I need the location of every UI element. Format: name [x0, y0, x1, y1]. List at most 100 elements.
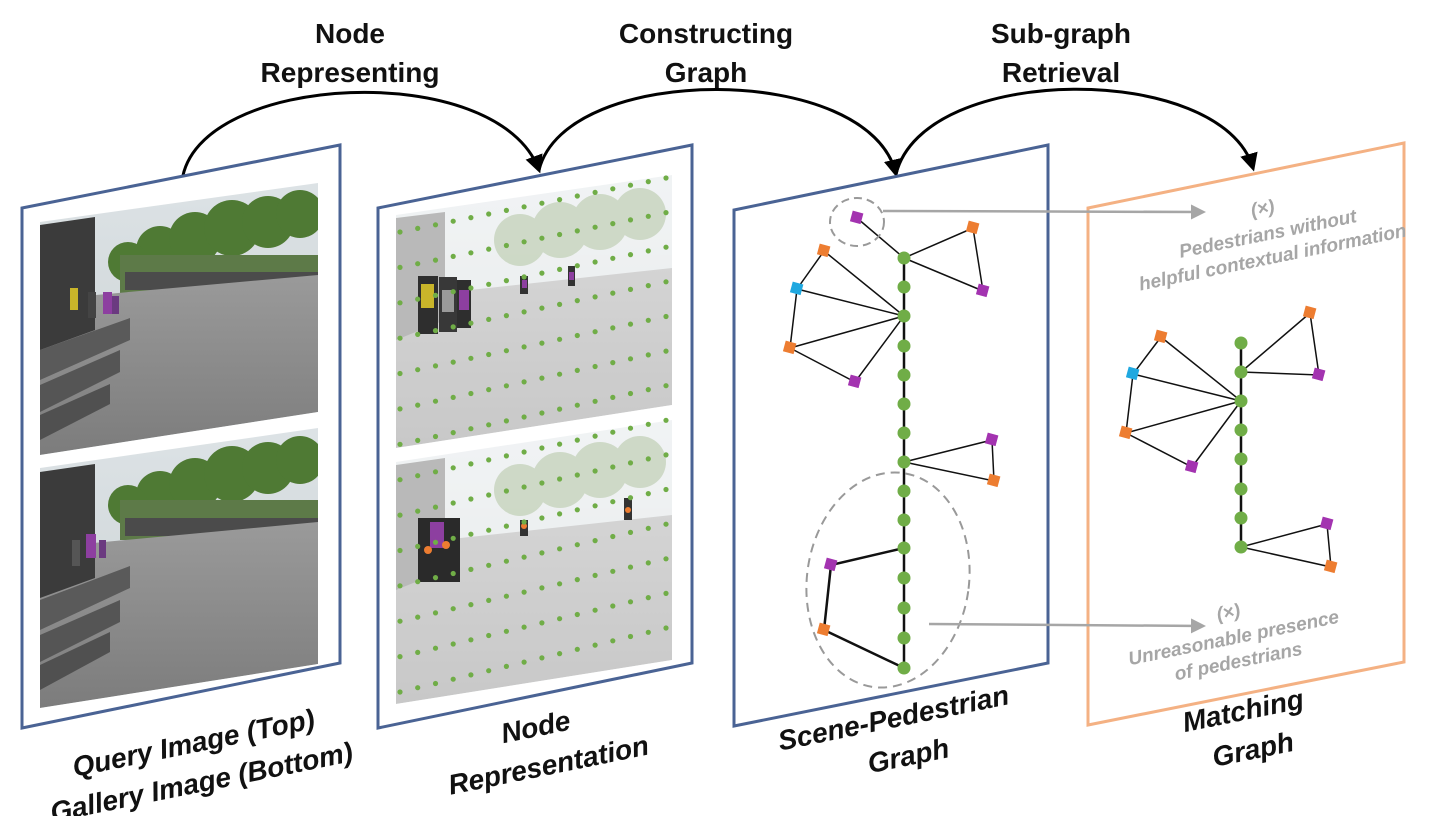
- scene-node-dot: [415, 508, 421, 514]
- scene-node-dot: [397, 547, 403, 554]
- scene-node-dot: [539, 410, 545, 416]
- scene-node-dot: [450, 359, 456, 365]
- scene-node-dot: [627, 529, 634, 536]
- query-image: [40, 183, 318, 455]
- scene-node-dot: [592, 363, 598, 370]
- scene-node-dot: [539, 235, 545, 241]
- scene-node-dot: [450, 253, 456, 259]
- scene-node-dot: [432, 222, 439, 228]
- scene-node-dot: [432, 680, 439, 687]
- scene-node-dot: [574, 507, 580, 513]
- scene-node-dot: [450, 500, 456, 506]
- scene-node-dot: [521, 554, 527, 560]
- scene-node-dot: [486, 316, 492, 322]
- scene-node-dot: [450, 394, 456, 400]
- scene-node-dot: [610, 499, 616, 505]
- scene-node-dot: [539, 585, 545, 591]
- scene-node-dot: [432, 469, 439, 475]
- scene-node-dot: [397, 689, 403, 695]
- scene-node-dot: [415, 331, 421, 337]
- note-mark: (×): [1249, 196, 1276, 221]
- scene-node-dot: [645, 179, 651, 185]
- scene-node-dot: [486, 246, 492, 252]
- scene-node-dot: [521, 449, 527, 455]
- panel-images: [20, 143, 342, 730]
- scene-node-dot: [539, 550, 545, 556]
- scene-node-dot: [450, 676, 456, 682]
- scene-node-dot: [503, 488, 509, 494]
- scene-node-dot: [521, 519, 527, 525]
- scene-node-dot: [574, 402, 580, 408]
- scene-node-dot: [645, 456, 651, 462]
- scene-node-dot: [663, 383, 669, 389]
- panel-node-representation: [376, 143, 694, 730]
- pedestrian-figures: [70, 288, 119, 318]
- scene-node-dot: [645, 213, 651, 219]
- scene-node-dot: [415, 296, 421, 302]
- scene-node-dot: [627, 252, 634, 258]
- scene-node-dot: [592, 224, 598, 230]
- scene-node-dot: [450, 535, 456, 541]
- pedestrian-nodes: [1118, 305, 1338, 574]
- scene-node-dot: [521, 309, 527, 315]
- scene-node-dot: [397, 512, 403, 518]
- scene-node-dot: [663, 313, 669, 320]
- pedestrian-figures: [72, 534, 106, 566]
- scene-node-dot: [645, 629, 651, 635]
- scene-node-dot: [610, 603, 616, 609]
- scene-node-dot: [557, 406, 563, 412]
- scene-node-dot: [503, 313, 509, 319]
- scene-node-dot: [450, 465, 456, 471]
- scene-node-dot: [503, 348, 509, 354]
- scene-node-dot: [521, 379, 527, 385]
- scene-node-dot: [415, 261, 421, 267]
- scene-node-dot: [627, 321, 634, 327]
- note-mark: (×): [1215, 600, 1242, 625]
- scene-node-dot: [610, 533, 616, 540]
- scene-node-dot: [592, 503, 598, 509]
- scene-node-dot: [486, 422, 492, 428]
- scene-node-dot: [450, 606, 456, 612]
- scene-node-dot: [663, 175, 669, 181]
- scene-node-dot: [539, 655, 545, 661]
- scene-node-dot: [503, 558, 509, 564]
- scene-node-dot: [503, 278, 509, 284]
- scene-node-dot: [468, 672, 474, 678]
- scene-node-dot: [557, 581, 563, 587]
- caption-line: Graph: [865, 732, 952, 779]
- scene-node-dot: [503, 628, 509, 634]
- scene-node-dot: [539, 270, 545, 276]
- scene-node-dot: [663, 625, 669, 631]
- scene-node-dot: [539, 620, 545, 626]
- scene-node-dot: [486, 457, 492, 463]
- scene-node-dot: [592, 294, 598, 300]
- scene-node-dot: [432, 398, 439, 404]
- scene-node-dot: [610, 394, 616, 400]
- scene-node-dot: [574, 611, 580, 618]
- scene-node-dot: [645, 491, 651, 497]
- scene-node-dot: [627, 495, 634, 501]
- scene-node-dot: [432, 645, 439, 651]
- caption-line: Representation: [446, 730, 652, 801]
- scene-node-dot: [432, 363, 439, 369]
- scene-node-dot: [468, 602, 474, 608]
- scene-node-dot: [574, 332, 580, 339]
- scene-node-dot: [503, 663, 509, 670]
- scene-node-dot: [539, 305, 545, 311]
- scene-node-dot: [663, 244, 669, 250]
- scene-node-dot: [627, 633, 634, 640]
- scene-node-dot: [503, 418, 509, 424]
- scene-node-dot: [450, 324, 456, 330]
- scene-node-dot: [468, 390, 474, 397]
- scene-node-dot: [592, 329, 598, 335]
- scene-node-dot: [521, 624, 527, 630]
- reject-arrow-top: [882, 204, 1206, 220]
- scene-node-dot: [610, 638, 616, 644]
- scene-node-dot: [645, 352, 651, 358]
- scene-node-dot: [645, 283, 651, 289]
- scene-node-dot: [574, 228, 580, 234]
- scene-node-dot: [521, 274, 527, 280]
- scene-node-dot: [574, 367, 580, 373]
- scene-node-dot: [557, 301, 563, 307]
- scene-node-dot: [503, 207, 509, 213]
